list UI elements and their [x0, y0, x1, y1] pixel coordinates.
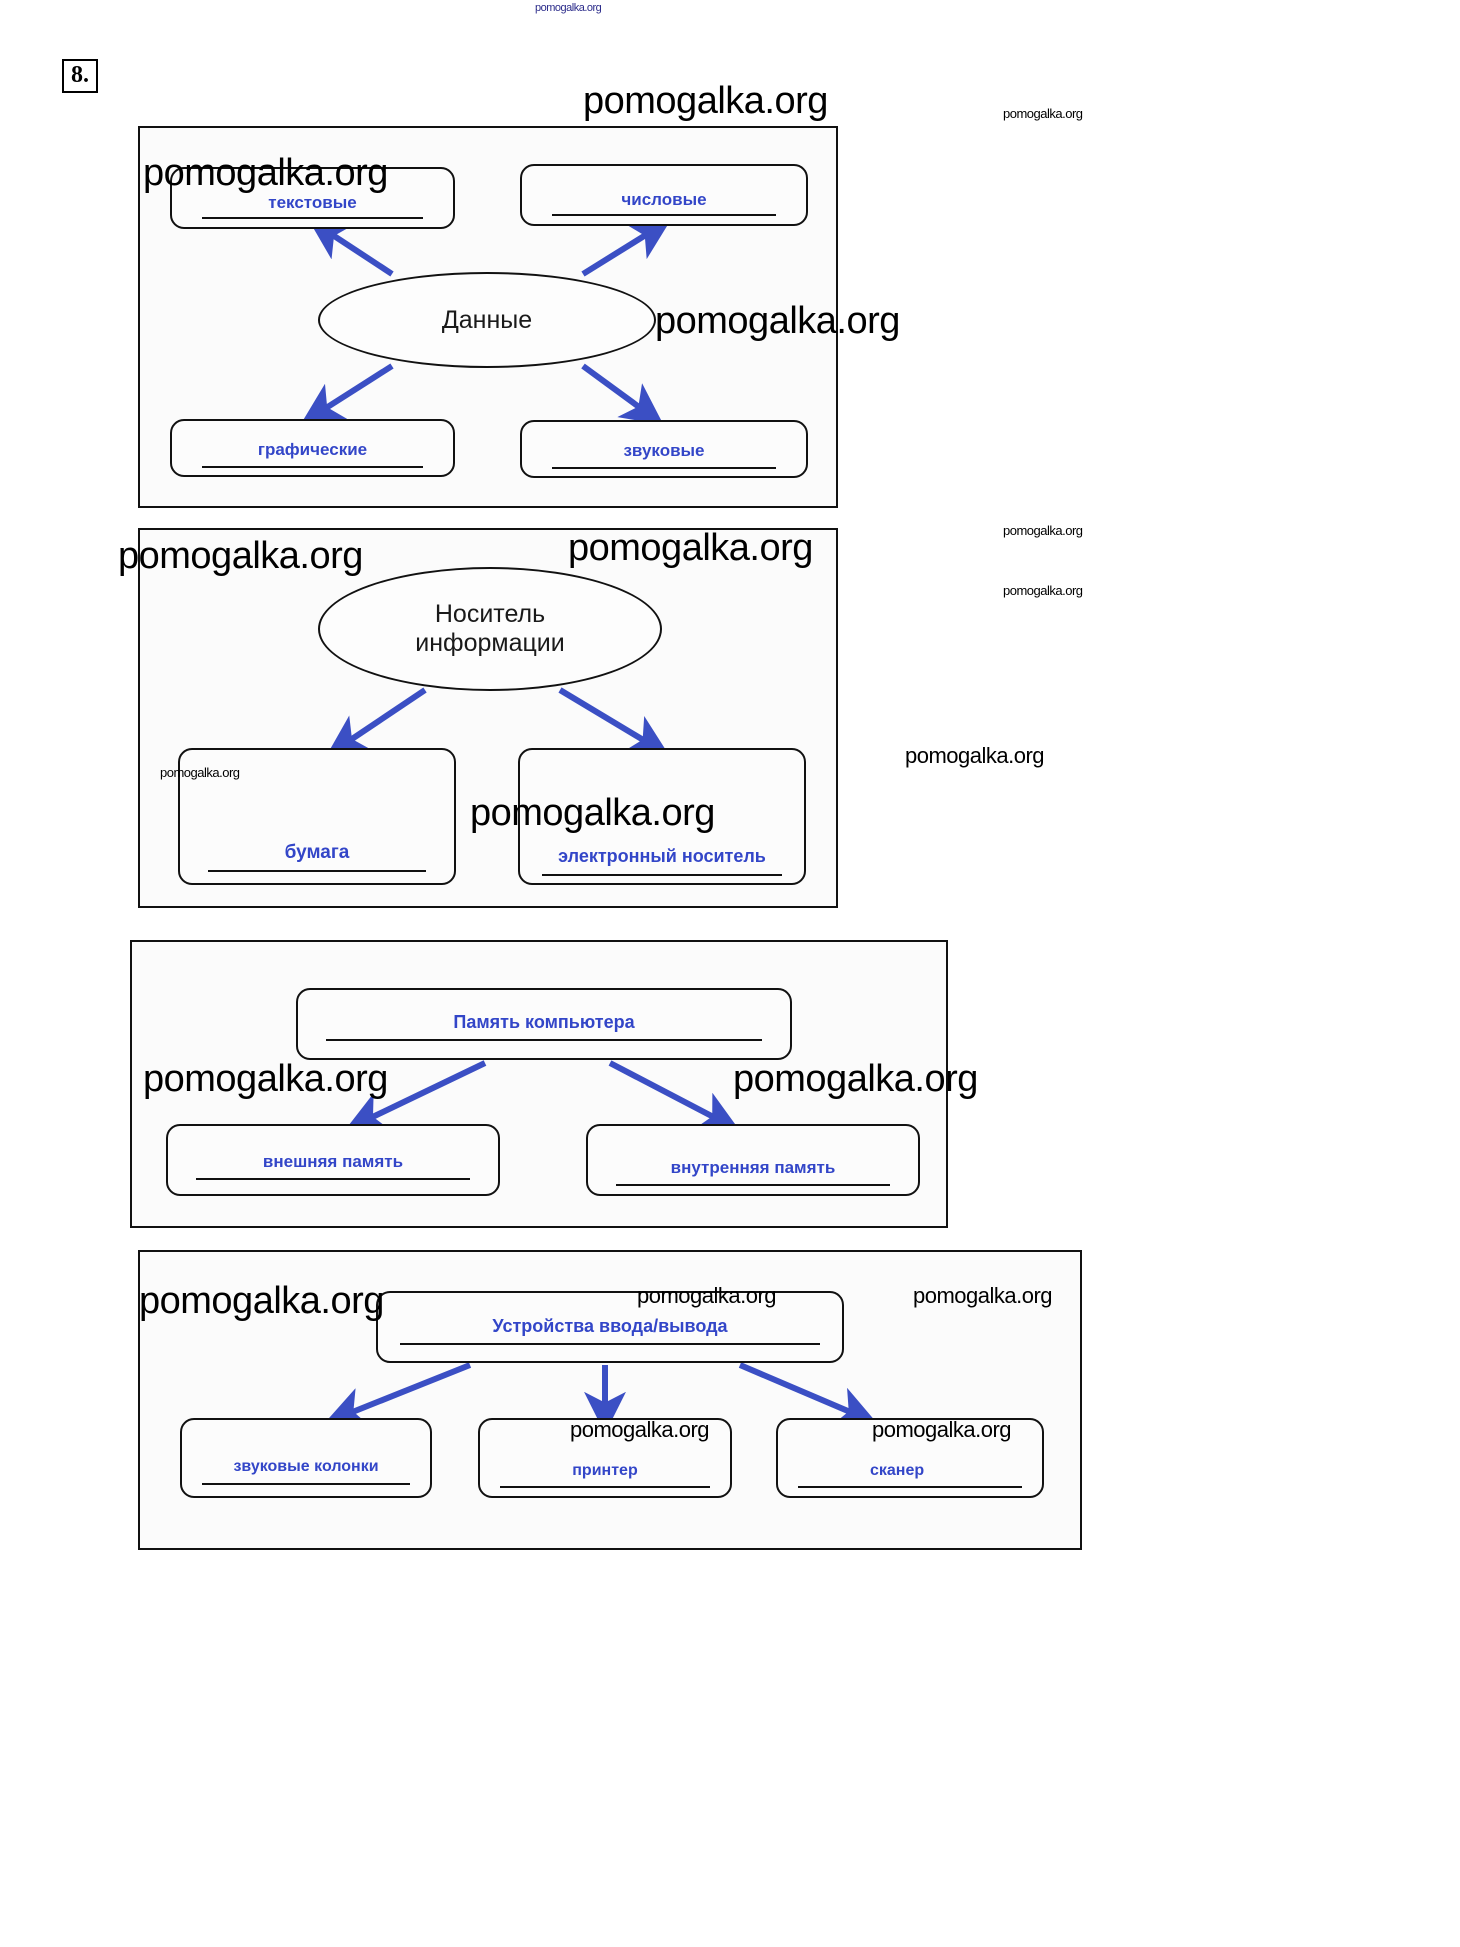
node-label: бумага	[284, 842, 350, 863]
answer-rule	[500, 1486, 710, 1488]
node-label: графические	[257, 440, 368, 459]
node-bumaga[interactable]: бумага	[178, 748, 456, 885]
watermark-text: pomogalka.org	[583, 80, 828, 122]
answer-rule	[552, 214, 776, 216]
node-skaner[interactable]: сканер	[776, 1418, 1044, 1498]
watermark-text: pomogalka.org	[535, 2, 602, 14]
node-chislovye[interactable]: числовые	[520, 164, 808, 226]
watermark-text: pomogalka.org	[905, 743, 1045, 768]
watermark-text: pomogalka.org	[1003, 583, 1083, 598]
answer-rule	[542, 874, 782, 876]
exercise-number: 8.	[62, 59, 98, 93]
node-dannye-root[interactable]: Данные	[318, 272, 656, 368]
answer-rule	[202, 466, 423, 468]
answer-rule	[400, 1343, 820, 1345]
node-label: сканер	[870, 1462, 925, 1479]
answer-rule	[202, 1483, 410, 1485]
node-label: принтер	[572, 1462, 638, 1479]
node-label: Носитель информации	[415, 600, 565, 657]
node-label: внутренняя память	[670, 1158, 836, 1177]
answer-rule	[798, 1486, 1022, 1488]
node-graficheskie[interactable]: графические	[170, 419, 455, 477]
node-vnutrennyaya-pamyat[interactable]: внутренняя память	[586, 1124, 920, 1196]
node-label: внешняя память	[262, 1152, 404, 1171]
node-zvukovye-kolonki[interactable]: звуковые колонки	[180, 1418, 432, 1498]
node-ustrojstva-vvoda-vyvoda-root[interactable]: Устройства ввода/вывода	[376, 1291, 844, 1363]
answer-rule	[196, 1178, 470, 1180]
node-label: текстовые	[268, 193, 357, 212]
node-printer[interactable]: принтер	[478, 1418, 732, 1498]
node-elektronnyj-nositel[interactable]: электронный носитель	[518, 748, 806, 885]
node-label: Память компьютера	[453, 1012, 635, 1032]
node-nositel-informacii-root[interactable]: Носитель информации	[318, 567, 662, 691]
node-pamyat-kompyutera-root[interactable]: Память компьютера	[296, 988, 792, 1060]
node-label: Устройства ввода/вывода	[492, 1316, 728, 1336]
answer-rule	[552, 467, 776, 469]
node-vneshnyaya-pamyat[interactable]: внешняя память	[166, 1124, 500, 1196]
answer-rule	[208, 870, 426, 872]
node-label: числовые	[621, 190, 707, 209]
node-label: электронный носитель	[558, 846, 766, 866]
watermark-text: pomogalka.org	[1003, 106, 1083, 121]
answer-rule	[616, 1184, 890, 1186]
node-label: звуковые	[623, 441, 705, 460]
watermark-text: pomogalka.org	[1003, 523, 1083, 538]
node-textovye[interactable]: текстовые	[170, 167, 455, 229]
answer-rule	[202, 217, 423, 219]
node-label: Данные	[441, 305, 533, 334]
node-zvukovye[interactable]: звуковые	[520, 420, 808, 478]
answer-rule	[326, 1039, 762, 1041]
node-label: звуковые колонки	[233, 1458, 379, 1475]
